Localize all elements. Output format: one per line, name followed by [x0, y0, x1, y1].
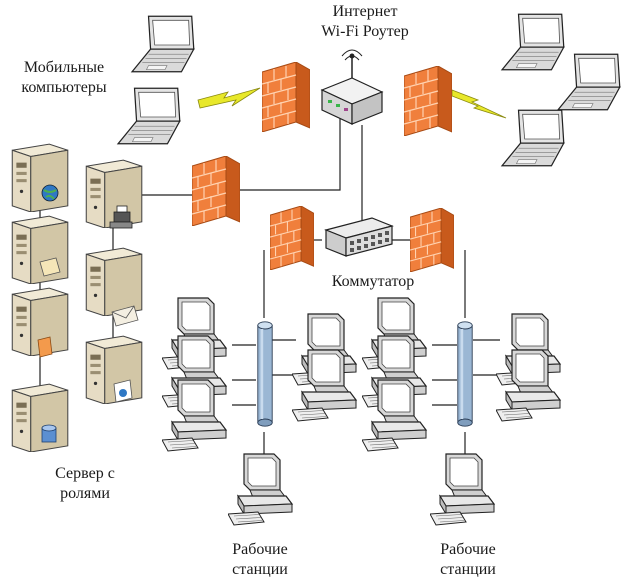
server-icon [11, 383, 69, 452]
firewall-icon [262, 62, 310, 132]
database-icon [41, 424, 57, 443]
workstation-icon [430, 453, 495, 526]
folder-icon [39, 257, 61, 277]
router-icon [320, 49, 384, 125]
laptop-icon [117, 87, 181, 145]
mobile-computers-label: Мобильные компьютеры [4, 58, 124, 98]
servers-label: Сервер с ролями [30, 464, 140, 504]
printer-icon [109, 205, 133, 229]
hub-icon [457, 321, 473, 427]
mail-icon [111, 305, 139, 327]
switch-icon [324, 217, 394, 257]
wifi-bolt-left [197, 87, 261, 109]
router-label: Интернет Wi-Fi Роутер [300, 2, 430, 42]
workstations-left-label: Рабочие станции [210, 540, 310, 580]
workstations-left-line-2: станции [232, 561, 288, 578]
server-icon [11, 215, 69, 284]
mobile-label-line-2: компьютеры [21, 79, 107, 96]
firewall-icon [270, 206, 314, 270]
router-label-line-2: Wi-Fi Роутер [321, 23, 409, 40]
firewall-icon [404, 66, 452, 136]
workstations-left-line-1: Рабочие [232, 541, 288, 558]
workstations-right-label: Рабочие станции [418, 540, 518, 580]
wifi-bolt-right [451, 89, 507, 119]
mobile-label-line-1: Мобильные [23, 59, 105, 76]
laptop-icon [557, 53, 621, 111]
certificate-icon [113, 379, 133, 403]
firewall-icon [410, 208, 454, 272]
workstations-right-line-2: станции [440, 561, 496, 578]
router-label-line-1: Интернет [332, 3, 398, 20]
firewall-icon [192, 156, 240, 226]
servers-label-line-1: Сервер с [55, 465, 115, 482]
laptop-icon [501, 109, 565, 167]
workstation-icon [228, 453, 293, 526]
laptop-icon [501, 13, 565, 71]
globe-icon [41, 184, 59, 202]
hub-icon [257, 321, 273, 427]
laptop-icon [131, 15, 195, 73]
server-icon [85, 335, 143, 404]
server-icon [11, 143, 69, 212]
servers-label-line-2: ролями [60, 485, 110, 502]
switch-label: Коммутатор [331, 273, 415, 290]
workstations-right-line-1: Рабочие [440, 541, 496, 558]
document-icon [37, 336, 53, 358]
